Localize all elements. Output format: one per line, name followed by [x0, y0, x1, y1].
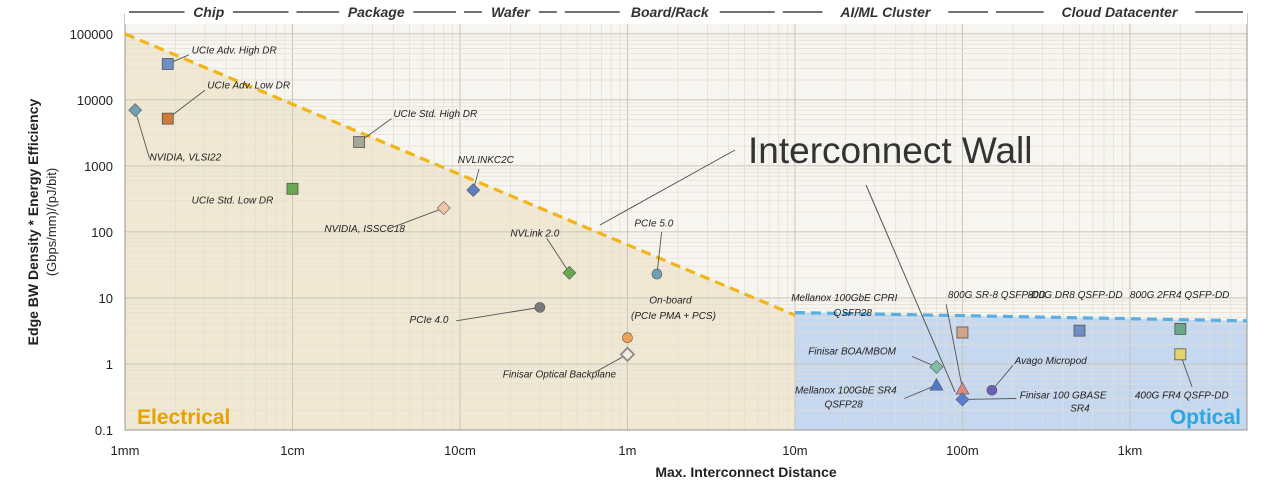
category-label-bg [339, 2, 414, 22]
point-marker [956, 326, 969, 339]
y-tick-label: 1 [106, 357, 113, 372]
point-label: 800G 2FR4 QSFP-DD [1130, 290, 1229, 301]
point-marker [161, 112, 174, 125]
y-tick-label: 10 [99, 291, 113, 306]
point-marker [161, 58, 174, 70]
category-label-bg [184, 2, 233, 22]
point-label: Finisar BOA/MBOM [808, 346, 896, 357]
point-label: NVIDIA, ISSCC18 [324, 224, 405, 235]
y-tick-label: 10000 [77, 93, 113, 108]
point-marker [436, 201, 451, 215]
point-label: PCIe 5.0 [634, 219, 673, 230]
x-tick-label: 1m [618, 443, 636, 458]
point-marker [128, 103, 143, 118]
point-label: QSFP28 [834, 308, 873, 319]
leader-line [945, 304, 963, 389]
point-marker [1174, 348, 1187, 361]
point-label: NVLINKC2C [458, 155, 515, 166]
annotation-pointer [865, 184, 956, 393]
y-axis-title: Edge BW Density * Energy Efficiency [25, 98, 41, 345]
x-tick-label: 10m [782, 443, 807, 458]
leader-line [167, 89, 206, 120]
point-label: On-board [649, 296, 692, 307]
leader-line [387, 207, 444, 230]
point-marker [353, 136, 366, 148]
y-tick-label: 1000 [84, 159, 113, 174]
x-tick-label: 1cm [280, 443, 305, 458]
category-label-0: Chip [193, 4, 225, 20]
optical-label: Optical [1170, 406, 1241, 429]
x-tick-label: 1mm [111, 443, 140, 458]
point-marker [622, 332, 633, 344]
category-label-3: Board/Rack [631, 4, 710, 20]
point-label: Finisar 100 GBASE [1020, 391, 1107, 402]
category-label-bg [481, 2, 539, 22]
point-marker [1073, 324, 1086, 337]
y-tick-label: 0.1 [95, 423, 113, 438]
point-label: UCIe Std. High DR [393, 109, 477, 120]
point-marker [562, 265, 577, 280]
category-label-bg [1043, 2, 1196, 22]
leader-line [456, 306, 540, 322]
leader-line [991, 365, 1014, 391]
point-label: SR4 [1070, 404, 1090, 415]
leader-line [134, 109, 150, 159]
leader-line [546, 238, 570, 274]
point-label: NVLink 2.0 [510, 229, 559, 240]
point-label: 400G FR4 QSFP-DD [1135, 391, 1229, 402]
category-label-1: Package [348, 4, 405, 20]
point-label: NVIDIA, VLSI22 [149, 153, 221, 164]
x-axis-title: Max. Interconnect Distance [655, 464, 836, 480]
category-label-bg [619, 2, 720, 22]
point-label: UCIe Adv. Low DR [207, 80, 290, 91]
point-marker [651, 268, 663, 280]
y-tick-label: 100000 [70, 27, 113, 42]
leader-line [594, 353, 628, 373]
category-label-5: Cloud Datacenter [1062, 4, 1179, 20]
leader-line [962, 398, 1017, 400]
point-label: Mellanox 100GbE CPRI [791, 293, 897, 304]
optical-region [794, 312, 1247, 430]
grid [124, 13, 1248, 431]
point-label: QSFP28 [824, 399, 863, 410]
point-marker [534, 302, 546, 313]
point-marker [1174, 322, 1187, 335]
point-marker [955, 392, 970, 407]
point-label: (PCIe PMA + PCS) [631, 311, 716, 322]
y-tick-label: 100 [91, 225, 113, 240]
point-marker [986, 384, 998, 396]
point-label: 800G SR-8 QSFP-DD [948, 290, 1046, 301]
x-tick-label: 100m [946, 443, 979, 458]
point-label: Avago Micropod [1014, 356, 1088, 367]
y-axis-subtitle: (Gbps/mm)/(pJ/bit) [44, 168, 59, 276]
leader-line [904, 384, 937, 399]
x-tick-label: 10cm [444, 443, 476, 458]
point-label: Mellanox 100GbE SR4 [795, 385, 897, 396]
point-label: Finisar Optical Backplane [503, 370, 617, 381]
point-marker [929, 377, 944, 391]
annotation-pointer [599, 149, 736, 226]
wall-line-0 [124, 32, 796, 317]
leader-line [656, 231, 663, 275]
point-marker [466, 183, 481, 198]
category-label-4: AI/ML Cluster [839, 4, 932, 20]
point-label: UCIe Adv. High DR [192, 46, 277, 57]
wall-line-1 [794, 311, 1248, 323]
x-tick-label: 1km [1118, 443, 1143, 458]
point-label: 800G DR8 QSFP-DD [1028, 290, 1123, 301]
electrical-label: Electrical [137, 406, 230, 429]
category-label-2: Wafer [491, 4, 531, 20]
point-marker [286, 182, 299, 195]
point-label: UCIe Std. Low DR [192, 195, 274, 206]
category-label-bg [822, 2, 949, 22]
point-marker [929, 360, 944, 374]
point-marker [619, 346, 636, 363]
interconnect-wall-annotation: Interconnect Wall [748, 130, 1032, 171]
point-label: PCIe 4.0 [410, 315, 449, 326]
